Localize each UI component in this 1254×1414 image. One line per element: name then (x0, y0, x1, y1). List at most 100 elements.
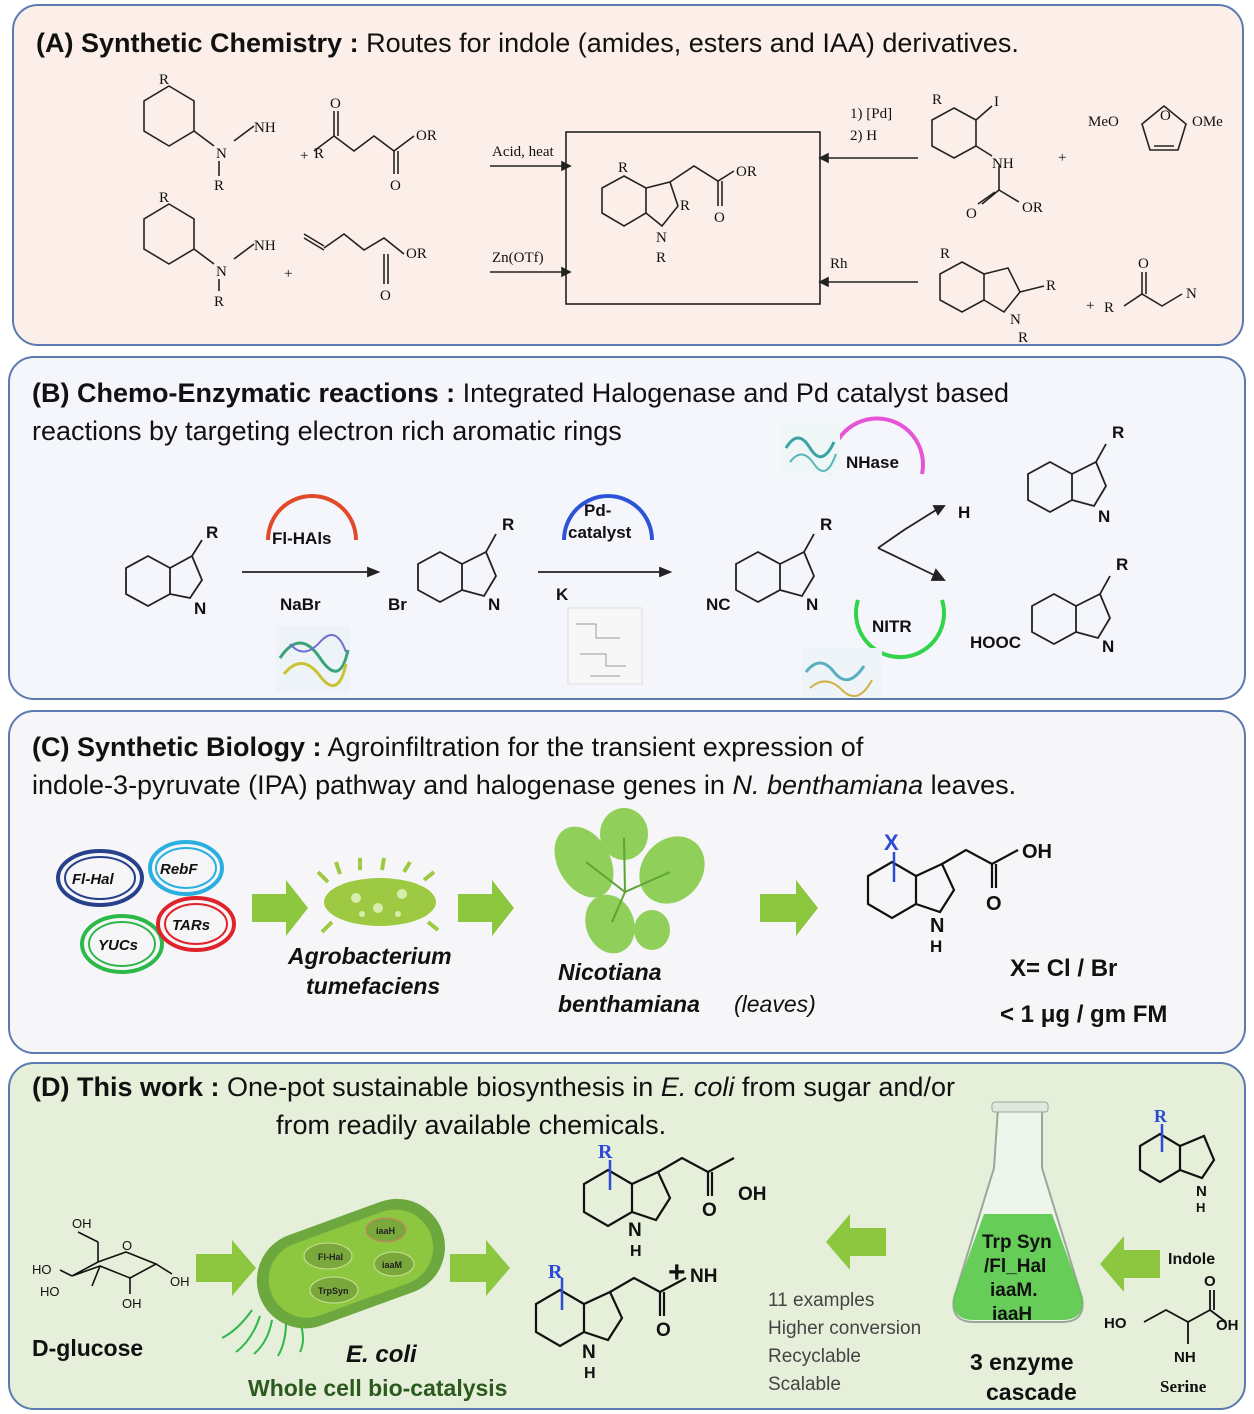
atom-o: O (390, 178, 401, 194)
atom-n: N (628, 1220, 642, 1241)
plus-sign: + (300, 148, 308, 164)
panel-c-text-1: Agroinfiltration for the transient expre… (327, 732, 864, 762)
glucose-o: O (122, 1238, 132, 1253)
atom-nh: NH (992, 156, 1014, 172)
substituent-carboxamide: H (958, 503, 970, 522)
atom-oh: OH (738, 1184, 767, 1205)
reagent-nabr: NaBr (280, 595, 321, 614)
panel-c-title: (C) Synthetic Biology : Agroinfiltration… (32, 732, 863, 763)
atom-n: N (1098, 507, 1110, 526)
plus-sign: + (1086, 298, 1094, 314)
ecoli-cell-icon (221, 1198, 445, 1357)
indole-benzene (601, 175, 647, 227)
panel-c-label: (C) (32, 732, 70, 762)
atom-r1: R (656, 250, 666, 266)
atom-o: O (1160, 108, 1171, 124)
panel-c-heading: Synthetic Biology : (77, 732, 322, 762)
atom-o: O (714, 210, 725, 226)
atom-o: O (380, 288, 391, 304)
cell-label-fl-hal: Fl-Hal (318, 1252, 343, 1262)
atom-n: N (656, 230, 667, 246)
atom-r: R (1154, 1106, 1168, 1126)
glucose-ho: HO (40, 1284, 60, 1299)
serine-oh: OH (1216, 1317, 1239, 1334)
flask-line-2: /Fl_Hal (984, 1256, 1046, 1277)
atom-h: H (930, 937, 942, 956)
atom-n: N (1102, 637, 1114, 656)
panel-a-label: (A) (36, 28, 74, 58)
atom-r: R (1116, 555, 1128, 574)
nhase-structure-icon (782, 422, 840, 474)
pd-cycle-arrow (562, 494, 654, 541)
atom-n: N (806, 595, 818, 614)
atom-r2: R (314, 146, 324, 162)
atom-r: R (206, 523, 218, 542)
glucose-structure (59, 1231, 173, 1294)
indole-3-ring (735, 550, 781, 604)
nitrilase-cycle-arrow (854, 599, 946, 660)
flask-line-4: iaaH (992, 1304, 1032, 1325)
plasmid-tars: TARs (172, 917, 210, 934)
flask-line-3: iaaM. (990, 1280, 1038, 1301)
atom-n: N (1196, 1183, 1207, 1200)
atom-or3: OR (736, 164, 757, 180)
green-arrows (252, 880, 818, 936)
panel-b-text-2: reactions by targeting electron rich aro… (32, 416, 622, 446)
product-box (565, 131, 821, 305)
atom-nh2: NH (254, 238, 276, 254)
serine-nh2: NH (1174, 1349, 1196, 1366)
feature-scalable: Scalable (768, 1374, 841, 1395)
atom-n: N (488, 595, 500, 614)
plus-sign: + (284, 266, 292, 282)
panel-this-work: (D) This work : One-pot sustainable bios… (8, 1062, 1246, 1410)
atom-r2: R (1046, 278, 1056, 294)
atom-r: R (548, 1261, 563, 1283)
indole-label: Indole (1168, 1251, 1215, 1268)
panel-a-heading: Synthetic Chemistry : (81, 28, 359, 58)
atom-x: X (884, 830, 899, 855)
indole-4-ring (1027, 460, 1073, 514)
atom-r: R (820, 515, 832, 534)
atom-oh: OH (1022, 841, 1052, 863)
agrobacterium-label-1: Agrobacterium (287, 943, 452, 969)
erlenmeyer-flask-icon (952, 1101, 1084, 1323)
pd-catalyst-label-1: Pd- (584, 501, 611, 520)
cell-label-iaam: iaaM (382, 1260, 402, 1270)
panel-b-heading: Chemo-Enzymatic reactions : (77, 378, 456, 408)
agrobacterium-label-2: tumefaciens (306, 973, 440, 999)
atom-nh2: NH (254, 120, 276, 136)
dihydrofuran-ring (1141, 104, 1187, 151)
indole-5-ring (1031, 592, 1077, 646)
panel-b-label: (B) (32, 378, 70, 408)
atom-or3: OR (406, 246, 427, 262)
glucose-label: D-glucose (32, 1335, 143, 1361)
benzene-ring-4 (939, 261, 985, 313)
panel-c-text-2c: leaves. (930, 770, 1017, 800)
nitrilase-label: NITR (872, 617, 912, 636)
atom-o: O (1138, 256, 1149, 272)
plant-label-2: benthamiana (558, 991, 700, 1017)
atom-o: O (656, 1320, 671, 1341)
atom-r: R (598, 1141, 613, 1163)
feature-recyclable: Recyclable (768, 1346, 861, 1367)
panel-b-title: (B) Chemo-Enzymatic reactions : Integrat… (32, 378, 1009, 409)
atom-r2: R (680, 198, 690, 214)
glucose-oh: OH (72, 1216, 92, 1231)
green-arrow-1 (252, 880, 308, 936)
atom-n: N (216, 264, 227, 280)
feature-examples: 11 examples (768, 1290, 874, 1311)
benzene-ring-2 (143, 203, 195, 265)
atom-o: O (702, 1200, 717, 1221)
atom-o: O (330, 96, 341, 112)
glucose-ho: HO (32, 1262, 52, 1277)
nicotiana-plant-icon (554, 808, 705, 954)
panel-chemo-enzymatic: (B) Chemo-Enzymatic reactions : Integrat… (8, 356, 1246, 700)
panel-d-scheme: OH HO HO OH OH O D-glucose Fl-Hal iaaH T… (32, 1101, 1239, 1405)
panel-b-scheme: R N Fl-HAls NaBr R N Br Pd- catalyst K R… (125, 416, 1128, 698)
atom-r: R (159, 72, 169, 88)
condition-acid-heat: Acid, heat (492, 144, 554, 160)
panel-c-text-2a: indole-3-pyruvate (IPA) pathway and halo… (32, 770, 725, 800)
green-arrow-2 (458, 880, 514, 936)
flask-line-1: Trp Syn (982, 1232, 1052, 1253)
plus-sign: + (1058, 150, 1066, 166)
